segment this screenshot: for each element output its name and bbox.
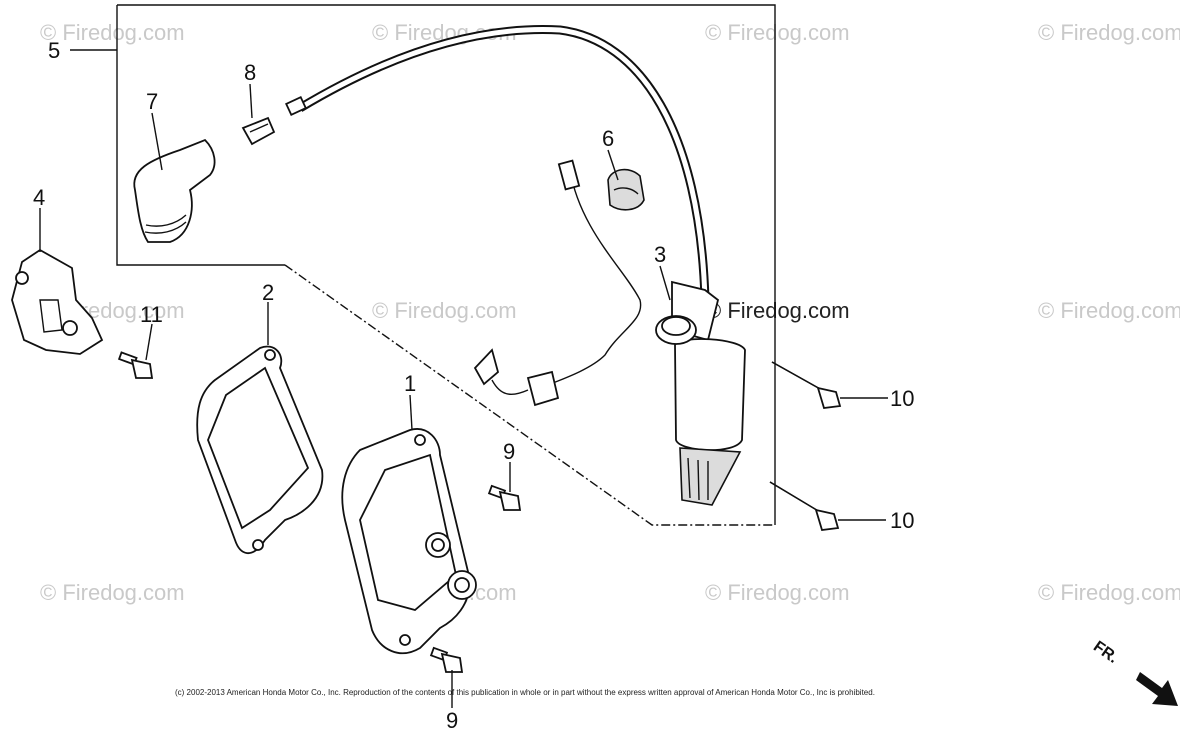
- spark-plug-terminal: [241, 116, 276, 146]
- callout-8: 8: [244, 60, 256, 85]
- bolt-10-upper: [771, 361, 842, 409]
- watermark-7: © Firedog.com: [705, 298, 850, 323]
- callout-6: 6: [602, 126, 614, 151]
- callout-9-lower: 9: [446, 708, 458, 733]
- gasket: [196, 345, 324, 555]
- callout-7: 7: [146, 89, 158, 114]
- callout-5: 5: [48, 38, 60, 63]
- watermark-3: © Firedog.com: [705, 20, 850, 45]
- ground-wire: [473, 159, 642, 407]
- callout-1: 1: [404, 371, 416, 396]
- spark-plug-cap: [133, 138, 216, 243]
- bolt-11: [117, 351, 154, 379]
- leader-lines: [39, 49, 888, 708]
- grommet: [607, 168, 645, 211]
- watermark-1: © Firedog.com: [40, 20, 185, 45]
- front-arrow-icon: [1136, 672, 1178, 706]
- bolt-10-lower: [769, 481, 840, 531]
- callout-10-upper: 10: [890, 386, 914, 411]
- bolt-9-lower: [429, 646, 464, 673]
- watermark-12: © Firedog.com: [1038, 580, 1180, 605]
- front-direction-indicator: FR.: [1090, 638, 1178, 706]
- watermark-8: © Firedog.com: [1038, 298, 1180, 323]
- watermark-11: © Firedog.com: [705, 580, 850, 605]
- ignition-cord: [297, 25, 710, 301]
- watermark-9: © Firedog.com: [40, 580, 185, 605]
- stop-switch: [11, 248, 104, 355]
- cord-terminal: [285, 95, 307, 117]
- copyright-notice: (c) 2002-2013 American Honda Motor Co., …: [175, 688, 875, 697]
- front-label: FR.: [1090, 638, 1121, 667]
- callout-4: 4: [33, 185, 45, 210]
- watermarks: © Firedog.com © Firedog.com © Firedog.co…: [40, 20, 1180, 605]
- ignition-coil: [655, 280, 746, 506]
- callout-2: 2: [262, 280, 274, 305]
- callout-3: 3: [654, 242, 666, 267]
- watermark-4: © Firedog.com: [1038, 20, 1180, 45]
- cover: [341, 428, 477, 655]
- callout-10-lower: 10: [890, 508, 914, 533]
- callouts: 5 8 7 6 3 4 11 2 1 9 9 10 10: [33, 38, 914, 733]
- watermark-6: © Firedog.com: [372, 298, 517, 323]
- callout-9-upper: 9: [503, 439, 515, 464]
- callout-11: 11: [140, 302, 163, 327]
- bolt-9-upper: [487, 484, 522, 511]
- assembly-boundary: [116, 4, 776, 526]
